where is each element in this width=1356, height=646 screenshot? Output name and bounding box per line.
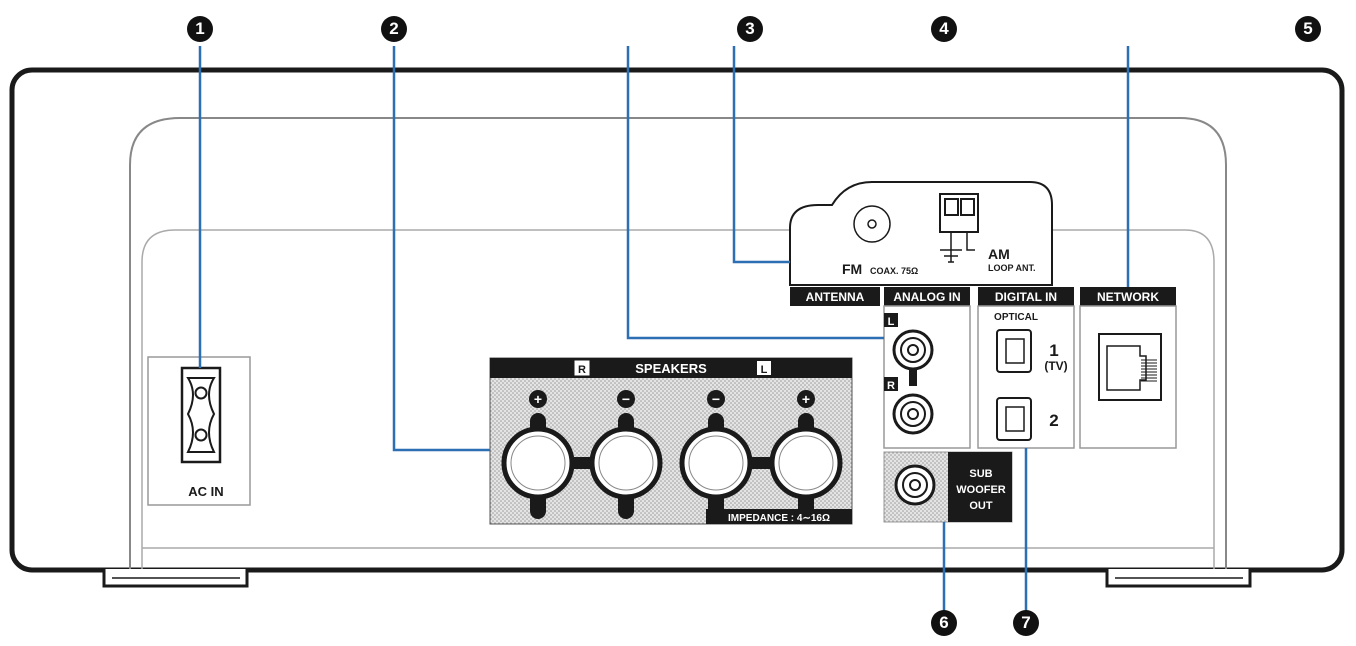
network-label: NETWORK (1097, 290, 1159, 304)
chassis-inner-top (129, 117, 1227, 570)
feet (102, 569, 1252, 588)
leader-3 (732, 46, 790, 264)
antenna-label: ANTENNA (806, 290, 865, 304)
ac-inlet-socket (186, 377, 216, 453)
analog-r-box (884, 377, 898, 391)
leader-lines (198, 46, 1130, 612)
sub-label-3: OUT (969, 500, 993, 512)
ac-pin-top (194, 386, 208, 400)
sub-label-1: SUB (969, 468, 992, 480)
optical-1-tv: (TV) (1044, 359, 1067, 373)
analog-l-label: L (888, 316, 895, 328)
sub-label-2: WOOFER (956, 484, 1006, 496)
ac-pin-bottom (194, 428, 208, 442)
subwoofer-label-band (948, 452, 1012, 522)
am-terminal-wire (950, 232, 975, 262)
antenna-panel (789, 181, 1053, 286)
digital-in-label: DIGITAL IN (995, 290, 1057, 304)
speaker-r-label: R (578, 364, 586, 376)
callout-5: 5 (1295, 16, 1321, 42)
plus-icon (529, 390, 547, 408)
analog-in-label: ANALOG IN (893, 290, 960, 304)
speaker-l-label: L (761, 364, 768, 376)
ground-icon (940, 249, 962, 263)
terminal-ring (598, 435, 654, 491)
minus-icon (617, 390, 635, 408)
antenna-section: FM COAX. 75Ω AM LOOP ANT. ANTENNA (789, 181, 1053, 306)
rca-link (909, 360, 917, 386)
speaker-terminal-l-plus[interactable] (769, 426, 843, 500)
impedance-label: IMPEDANCE : 4∼16Ω (728, 513, 830, 524)
callout-7: 7 (1013, 610, 1039, 636)
optical-1-number: 1 (1049, 341, 1058, 360)
optical-2-number: 2 (1049, 411, 1058, 430)
minus-icon (707, 390, 725, 408)
fm-label: FM (842, 261, 862, 277)
network-section: NETWORK (1079, 287, 1177, 449)
analog-l-box (884, 313, 898, 327)
fm-coax-jack[interactable] (867, 219, 877, 229)
terminal-ring (510, 435, 566, 491)
callout-6: 6 (931, 610, 957, 636)
digital-in-section: DIGITAL IN OPTICAL 1 (TV) 2 (977, 287, 1075, 449)
polarity-r-minus: − (622, 391, 630, 407)
ac-in-section: AC IN (147, 356, 251, 506)
speaker-terminal-l-minus[interactable] (679, 426, 753, 500)
optical-label: OPTICAL (994, 312, 1038, 323)
am-spec-label: LOOP ANT. (988, 263, 1036, 273)
speaker-terminal-r-minus[interactable] (589, 426, 663, 500)
polarity-l-plus: + (802, 391, 810, 407)
callout-1: 1 (187, 16, 213, 42)
analog-in-band (884, 287, 970, 306)
speaker-terminal-r-plus[interactable] (501, 426, 575, 500)
digital-in-band (978, 287, 1074, 306)
fm-spec-label: COAX. 75Ω (870, 266, 918, 276)
callout-3: 3 (737, 16, 763, 42)
speakers-title: SPEAKERS (635, 361, 707, 376)
ac-in-label: AC IN (188, 484, 223, 499)
speaker-r-box (574, 360, 590, 376)
lan-port-socket (1106, 345, 1147, 391)
polarity-r-plus: + (534, 391, 542, 407)
speaker-l-box (757, 361, 771, 375)
callout-2: 2 (381, 16, 407, 42)
terminal-ring (688, 435, 744, 491)
plus-icon (797, 390, 815, 408)
leader-2 (392, 46, 490, 452)
terminal-ring (778, 435, 834, 491)
polarity-l-minus: − (712, 391, 720, 407)
analog-in-section: ANALOG IN L R SUB WOOFER OUT (883, 287, 1013, 523)
network-band (1080, 287, 1176, 306)
am-label: AM (988, 246, 1010, 262)
speakers-section: R SPEAKERS L + − − + (489, 357, 853, 525)
impedance-band (706, 509, 852, 524)
callout-4: 4 (931, 16, 957, 42)
am-terminal-slot (944, 198, 959, 216)
antenna-label-band (790, 287, 880, 306)
analog-r-label: R (887, 380, 895, 392)
am-terminal-slot (960, 198, 975, 216)
leader-4 (626, 46, 884, 340)
chassis-inner-mid (141, 229, 1215, 570)
